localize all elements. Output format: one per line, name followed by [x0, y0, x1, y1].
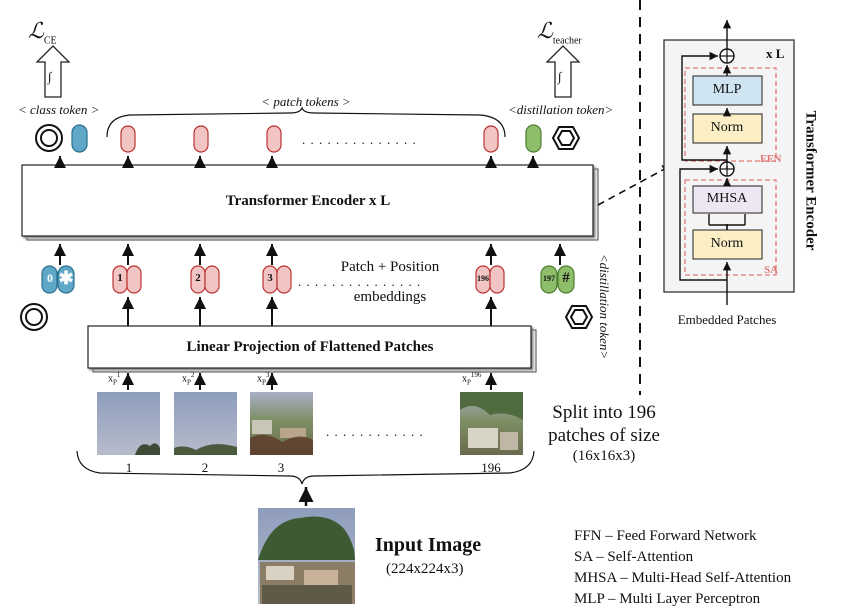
- embeddings-label-line1: Patch + Position: [340, 259, 440, 275]
- sa-label: SA: [764, 264, 779, 276]
- embeddings-label-line2: embeddings: [353, 289, 427, 305]
- mlp-box: [692, 75, 763, 106]
- patch-image-1: [97, 392, 160, 455]
- mlp-label: MLP: [712, 82, 742, 97]
- split-text-line1: Split into 196: [552, 402, 656, 423]
- embedding-index-3: 3: [267, 272, 273, 284]
- patch-number-3: 3: [277, 460, 285, 475]
- input-image: [258, 508, 355, 604]
- ce-loss-label: ℒCE: [28, 18, 57, 47]
- embedding-index-197: 197: [543, 274, 555, 283]
- patch-token-outputs: [120, 125, 499, 153]
- patch-image-196: [460, 392, 523, 455]
- encoder-repeat-label: x L: [766, 46, 785, 61]
- norm-ffn-label: Norm: [710, 120, 744, 135]
- legend-mlp: MLP – Multi Layer Perceptron: [574, 591, 761, 607]
- teacher-integral-icon: ∫: [558, 69, 562, 84]
- split-text-line2: patches of size: [548, 425, 660, 446]
- patch-xp-label-1: xP1: [108, 371, 121, 387]
- ffn-block: [684, 67, 777, 162]
- encoder-detail-flow: [679, 20, 746, 305]
- mhsa-label: MHSA: [706, 191, 748, 206]
- distillation-hash-icon: #: [562, 270, 570, 286]
- norm-sa-label: Norm: [710, 236, 744, 251]
- patch-xp-label-196: xP196: [462, 371, 482, 387]
- patch-number-2: 2: [201, 460, 209, 475]
- input-image-size: (224x224x3): [386, 561, 464, 577]
- patch-number-1: 1: [125, 460, 133, 475]
- teacher-loss-label: ℒteacher: [537, 18, 582, 47]
- patch-to-projection-arrows: [122, 373, 497, 390]
- transformer-encoder-title: Transformer Encoder x L: [225, 193, 391, 209]
- embedding-index-196: 196: [477, 274, 489, 283]
- embeddings-ellipsis: . . . . . . . . . . . . . . .: [298, 274, 422, 289]
- split-text-line3: (16x16x3): [572, 448, 636, 464]
- sa-block: [684, 179, 777, 276]
- embedded-patches-label: Embedded Patches: [677, 312, 777, 327]
- class-asterisk-icon: ✱: [58, 268, 74, 288]
- patch-embeddings: [112, 265, 505, 294]
- projection-to-embedding-arrows: [122, 297, 497, 326]
- input-image-title: Input Image: [375, 534, 482, 556]
- patch-image-3: [250, 392, 313, 455]
- class-token-label: < class token >: [18, 102, 100, 117]
- patch-tokens-brace: [106, 106, 506, 138]
- distillation-embedding: [540, 265, 575, 294]
- embedding-index-1: 1: [117, 272, 123, 284]
- patch-number-196: 196: [481, 460, 501, 475]
- patch-tokens-ellipsis: . . . . . . . . . . . . . .: [302, 132, 417, 147]
- patches-ellipsis: . . . . . . . . . . . .: [326, 424, 424, 439]
- embedding-to-encoder-arrows: [54, 244, 566, 265]
- legend-sa: SA – Self-Attention: [574, 549, 694, 565]
- norm-sa-box: [692, 229, 763, 260]
- ce-loss-arrow: [35, 45, 71, 98]
- patch-xp-label-2: xP2: [182, 371, 195, 387]
- patches-brace: [76, 450, 535, 485]
- ce-integral-icon: ∫: [48, 69, 52, 84]
- legend-mhsa: MHSA – Multi-Head Self-Attention: [574, 570, 792, 586]
- linear-projection-title: Linear Projection of Flattened Patches: [186, 339, 434, 355]
- encoder-to-output-arrows: [54, 156, 539, 168]
- ffn-label: FFN: [760, 153, 782, 165]
- patch-image-2: [174, 392, 237, 455]
- legend-ffn: FFN – Feed Forward Network: [574, 528, 757, 544]
- embedding-index-2: 2: [195, 272, 201, 284]
- distillation-token-label: <distillation token>: [508, 102, 614, 117]
- teacher-loss-arrow: [545, 45, 581, 98]
- class-token-output: [71, 124, 88, 153]
- distillation-token-output: [525, 124, 542, 153]
- patch-tokens-label: < patch tokens >: [261, 94, 351, 109]
- patch-xp-label-3: xP3: [257, 371, 270, 387]
- class-embedding: [41, 265, 75, 294]
- encoder-detail-pointer: [597, 164, 673, 206]
- encoder-side-title: Transformer Encoder: [802, 110, 819, 251]
- side-distillation-token-label: <distillation token>: [597, 253, 613, 360]
- embedding-index-0: 0: [47, 271, 53, 285]
